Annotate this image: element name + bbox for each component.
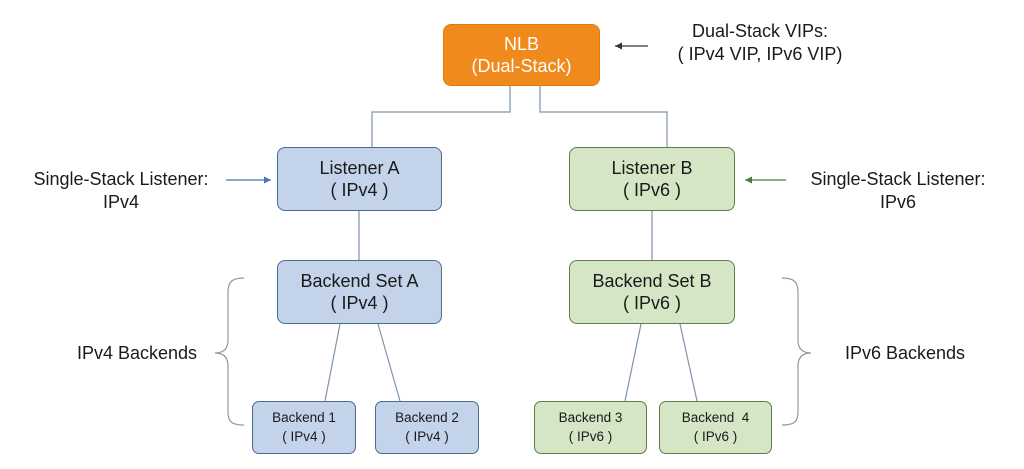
backend-3-protocol: ( IPv6 ) (568, 428, 613, 444)
listener-b-annotation-line-2: IPv6 (879, 192, 917, 213)
listener-b-title: Listener B (611, 157, 693, 178)
vip-annotation-line-1: Dual-Stack VIPs: (691, 21, 829, 41)
listener-a-annotation-line-2: IPv4 (102, 192, 140, 213)
listener-b-annotation: Single-Stack Listener: IPv6 (780, 168, 1016, 215)
backend-4-title: Backend 4 (681, 410, 750, 426)
listener-b-protocol: ( IPv6 ) (622, 180, 681, 200)
right-brace-icon (781, 277, 812, 426)
backend-1-title: Backend 1 (272, 410, 336, 426)
listener-a-title: Listener A (319, 157, 400, 178)
connector-nlb-listener-b (539, 86, 668, 147)
backend-set-a-title: Backend Set A (300, 270, 419, 291)
backend-1-node: Backend 1 ( IPv4 ) (252, 401, 356, 454)
nlb-title: NLB (503, 33, 539, 54)
connector-backend-set-a-backend-1 (324, 323, 341, 402)
backend-2-title: Backend 2 (395, 410, 459, 426)
backend-set-a-node: Backend Set A ( IPv4 ) (277, 260, 442, 324)
backend-1-protocol: ( IPv4 ) (282, 428, 326, 444)
left-brace-icon (214, 277, 245, 426)
backend-3-node: Backend 3 ( IPv6 ) (534, 401, 647, 454)
backend-set-b-title: Backend Set B (592, 270, 712, 291)
connector-backend-set-a-backend-2 (377, 323, 401, 402)
ipv4-backends-text: IPv4 Backends (76, 343, 198, 363)
listener-a-annotation: Single-Stack Listener: IPv4 (8, 168, 234, 215)
listener-b-annotation-line-1: Single-Stack Listener: (810, 169, 986, 189)
backend-2-node: Backend 2 ( IPv4 ) (375, 401, 479, 454)
listener-a-protocol: ( IPv4 ) (330, 180, 389, 200)
ipv6-backends-label: IPv6 Backends (830, 342, 980, 365)
connector-backend-set-b-backend-3 (624, 323, 642, 402)
nlb-node: NLB (Dual-Stack) (443, 24, 600, 86)
backend-2-protocol: ( IPv4 ) (405, 428, 449, 444)
dual-stack-vip-annotation: Dual-Stack VIPs: ( IPv4 VIP, IPv6 VIP) (655, 20, 865, 67)
backend-set-a-protocol: ( IPv4 ) (330, 293, 389, 313)
backend-4-protocol: ( IPv6 ) (693, 428, 738, 444)
connector-nlb-listener-a (371, 86, 511, 147)
connector-backend-set-b-backend-4 (679, 323, 698, 402)
backend-set-b-protocol: ( IPv6 ) (622, 293, 681, 313)
backend-3-title: Backend 3 (558, 410, 623, 426)
backend-set-b-node: Backend Set B ( IPv6 ) (569, 260, 735, 324)
listener-b-node: Listener B ( IPv6 ) (569, 147, 735, 211)
listener-a-annotation-line-1: Single-Stack Listener: (33, 169, 209, 189)
vip-annotation-line-2: ( IPv4 VIP, IPv6 VIP) (677, 44, 843, 65)
nlb-subtitle: (Dual-Stack) (471, 56, 572, 76)
backend-4-node: Backend 4 ( IPv6 ) (659, 401, 772, 454)
listener-a-node: Listener A ( IPv4 ) (277, 147, 442, 211)
ipv6-backends-text: IPv6 Backends (844, 343, 966, 363)
ipv4-backends-label: IPv4 Backends (62, 342, 212, 365)
